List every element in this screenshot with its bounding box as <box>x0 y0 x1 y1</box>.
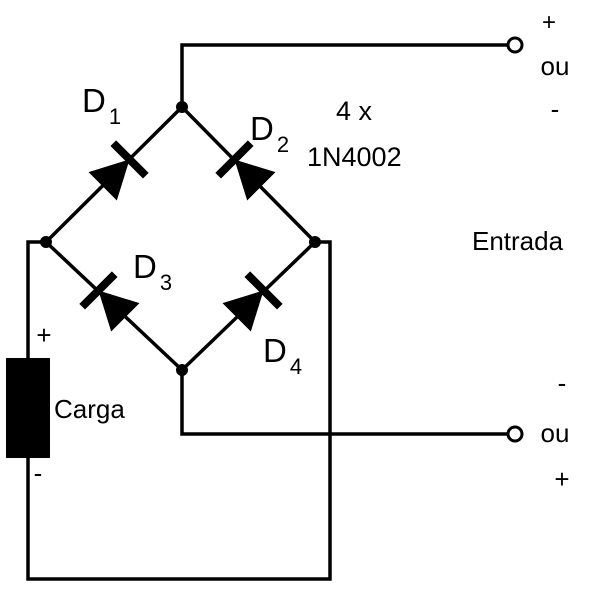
diode-d3 <box>79 271 140 332</box>
load-resistor <box>6 358 50 458</box>
bottom-terminal-or: ou <box>541 418 570 448</box>
terminal-top <box>506 36 524 54</box>
node-top <box>176 101 188 113</box>
wire-input-bottom <box>180 368 510 436</box>
wire-output-negative <box>26 240 332 581</box>
diode-d4 <box>222 271 283 332</box>
wire-input-top <box>180 43 510 109</box>
node-right <box>309 236 321 248</box>
load-label: Carga <box>54 394 125 424</box>
diode-d2 <box>215 140 276 201</box>
bottom-terminal-minus: - <box>558 368 567 398</box>
top-terminal-minus: - <box>551 94 560 124</box>
bottom-terminal-plus: + <box>554 464 569 494</box>
top-terminal-or: ou <box>541 51 570 81</box>
diode-d1 <box>88 140 149 201</box>
node-left <box>40 236 52 248</box>
load-minus-label: - <box>34 458 43 488</box>
node-bottom <box>176 364 188 376</box>
part-number: 1N4002 <box>307 142 402 172</box>
input-label: Entrada <box>472 226 564 256</box>
terminal-bottom <box>506 425 524 443</box>
part-quantity: 4 x <box>336 96 373 126</box>
load-plus-label: + <box>36 320 51 350</box>
top-terminal-plus: + <box>542 9 556 36</box>
